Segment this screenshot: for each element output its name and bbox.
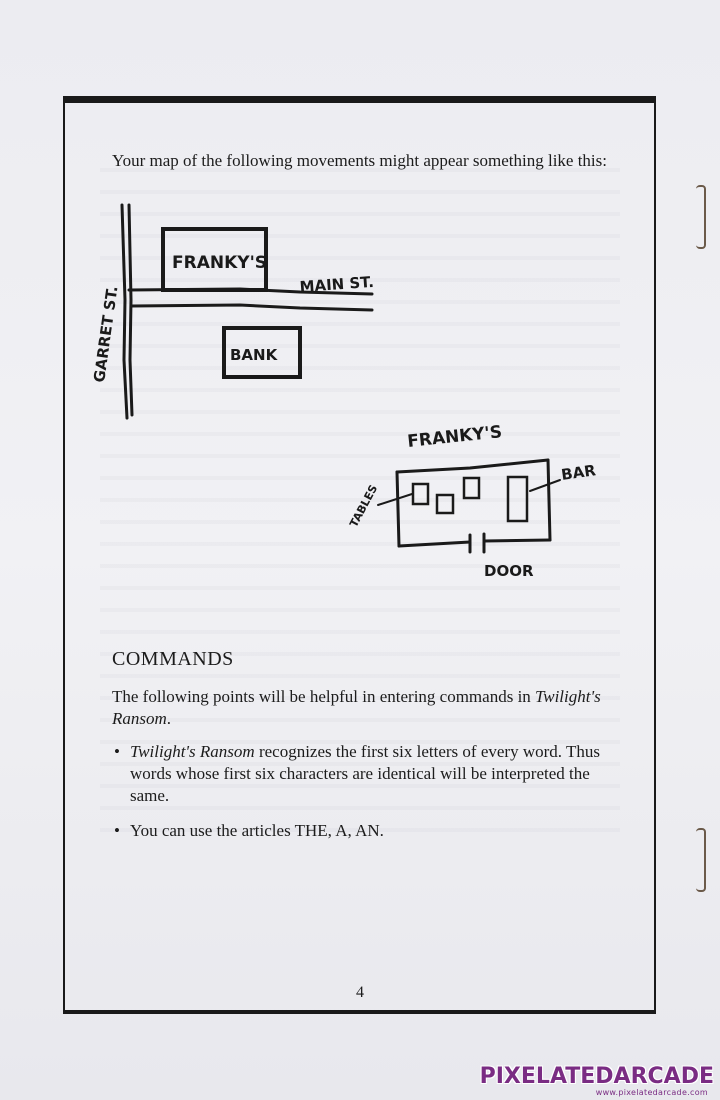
bullet-title: Twilight's Ransom xyxy=(130,742,255,761)
bottom-staple xyxy=(696,828,706,892)
bullet-item-articles: • You can use the articles THE, A, AN. xyxy=(112,820,610,842)
commands-intro: The following points will be helpful in … xyxy=(112,686,612,730)
commands-intro-suffix: . xyxy=(166,709,172,728)
page-border-frame xyxy=(63,96,656,1014)
watermark-url: www.pixelatedarcade.com xyxy=(595,1088,708,1097)
commands-intro-title: Twilight's Ransom xyxy=(112,687,601,728)
page-number: 4 xyxy=(356,984,364,1001)
bullet-dot: • xyxy=(114,821,120,840)
bullet-dot: • xyxy=(114,742,120,761)
bullet-item-six-letters: • Twilight's Ransom recognizes the first… xyxy=(112,741,610,807)
intro-text: Your map of the following movements migh… xyxy=(112,151,607,170)
watermark-logo: PIXELATEDARCADE xyxy=(479,1064,714,1089)
bullet-text: You can use the articles THE, A, AN. xyxy=(130,821,384,840)
bullet-text: recognizes the first six letters of ever… xyxy=(130,742,600,805)
commands-intro-prefix: The following points will be helpful in … xyxy=(112,687,536,706)
top-staple xyxy=(696,185,706,249)
commands-bullet-list: • Twilight's Ransom recognizes the first… xyxy=(112,741,610,855)
commands-heading: COMMANDS xyxy=(112,648,234,670)
